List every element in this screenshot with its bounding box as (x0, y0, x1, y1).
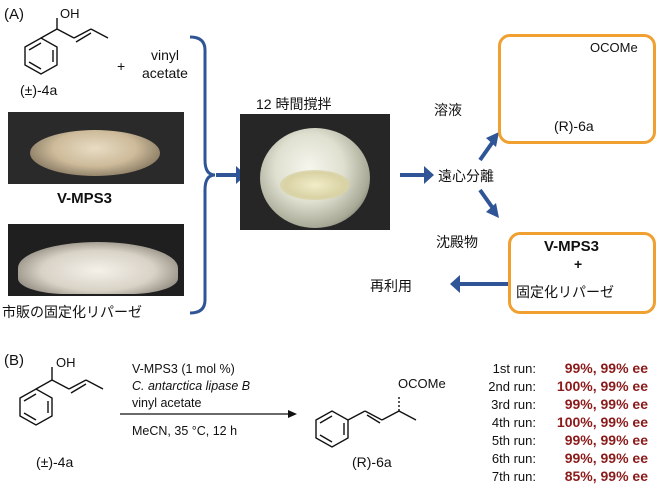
product-box (498, 34, 656, 144)
stir-label: 12 時間撹拌 (256, 96, 332, 112)
solution-label: 溶液 (434, 102, 462, 118)
reaction-arrow-b (120, 410, 297, 418)
separation-label: 遠心分離 (438, 168, 494, 184)
recycle-enzyme: 固定化リパーゼ (516, 284, 614, 300)
run-row: 6th run:99%, 99% ee (491, 450, 648, 466)
v-mps3-photo (8, 112, 184, 184)
product-a-group: OCOMe (590, 40, 638, 55)
run-row: 3rd run:99%, 99% ee (491, 396, 648, 412)
condition-4: MeCN, 35 °C, 12 h (132, 424, 238, 438)
flow-arrows (216, 132, 510, 293)
substrate-b-oh: OH (56, 355, 76, 370)
recycle-plus: + (574, 256, 583, 272)
product-a-label: (R)-6a (554, 118, 594, 134)
precipitate-label: 沈殿物 (436, 234, 478, 250)
run-row: 4th run:100%, 99% ee (491, 414, 648, 430)
enzyme-photo (8, 224, 184, 296)
substrate-a-structure (24, 18, 109, 75)
v-mps3-label: V-MPS3 (57, 190, 113, 207)
run-row: 5th run:99%, 99% ee (491, 432, 648, 448)
vinyl-acetate-label: vinyl acetate (142, 47, 188, 81)
condition-3: vinyl acetate (132, 396, 202, 410)
substrate-b-structure (19, 367, 104, 426)
part-b-label: (B) (4, 352, 24, 369)
recycle-box (508, 232, 656, 314)
reuse-label: 再利用 (370, 278, 412, 294)
product-b-group: OCOMe (398, 376, 446, 391)
run-row: 1st run:99%, 99% ee (492, 360, 648, 376)
plus-sign: + (117, 58, 126, 74)
substrate-a-oh: OH (60, 6, 80, 21)
enzyme-label: 市販の固定化リパーゼ (2, 304, 142, 320)
recycle-support: V-MPS3 (544, 238, 600, 255)
flask-photo (240, 114, 390, 230)
run-row: 7th run:85%, 99% ee (491, 468, 648, 484)
substrate-b-label: (±)-4a (36, 454, 74, 470)
product-b-structure (315, 396, 417, 448)
product-b-label: (R)-6a (352, 454, 392, 470)
bracket (189, 35, 216, 315)
substrate-a-label: (±)-4a (20, 82, 58, 98)
condition-1: V-MPS3 (1 mol %) (132, 362, 235, 376)
condition-2: C. antarctica lipase B (132, 379, 251, 393)
run-row: 2nd run:100%, 99% ee (488, 378, 648, 394)
part-a-label: (A) (4, 6, 24, 23)
